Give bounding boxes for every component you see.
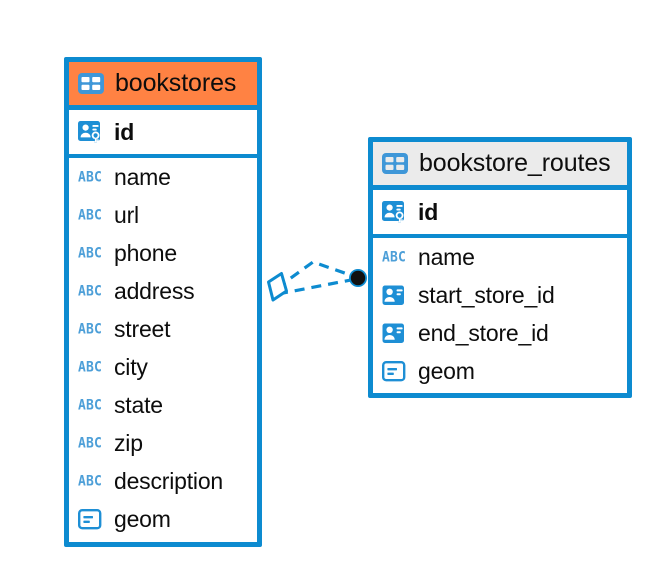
entity-bookstores-fields: ABC name ABC url ABC phone ABC address A…: [69, 158, 257, 538]
field-row-address[interactable]: ABC address: [69, 272, 257, 310]
abc-icon: ABC: [78, 358, 103, 376]
abc-icon: ABC: [78, 244, 103, 262]
field-label-name: name: [114, 163, 171, 190]
foreign-key-icon: [382, 320, 410, 346]
field-label-zip: zip: [114, 429, 143, 456]
abc-icon: ABC: [78, 282, 103, 300]
entity-bookstores-title: bookstores: [115, 69, 237, 97]
field-row-geom[interactable]: geom: [373, 352, 627, 390]
foreign-key-icon: [382, 282, 410, 308]
field-row-id[interactable]: id: [69, 110, 257, 154]
field-label-start-store-id: start_store_id: [418, 281, 555, 308]
field-label-description: description: [114, 467, 224, 494]
field-label-state: state: [114, 391, 163, 418]
relationship-connector-bookstores-bookstore-routes[interactable]: [255, 250, 375, 318]
entity-bookstore-routes-title: bookstore_routes: [419, 149, 611, 177]
field-label-address: address: [114, 277, 195, 304]
abc-icon: ABC: [78, 206, 103, 224]
relationship-branch-lower: [277, 277, 357, 296]
field-row-zip[interactable]: ABC zip: [69, 424, 257, 462]
field-label-geom: geom: [114, 505, 171, 532]
field-row-phone[interactable]: ABC phone: [69, 234, 257, 272]
relationship-branch-upper: [276, 260, 357, 290]
field-label-id: id: [418, 198, 439, 225]
geometry-icon: [382, 358, 410, 384]
field-row-city[interactable]: ABC city: [69, 348, 257, 386]
primary-key-icon: [382, 199, 410, 225]
table-icon: [78, 71, 106, 97]
abc-icon: ABC: [78, 168, 103, 186]
geometry-icon: [78, 506, 106, 532]
abc-icon: ABC: [78, 320, 103, 338]
field-label-geom: geom: [418, 357, 475, 384]
field-row-id[interactable]: id: [373, 190, 627, 234]
abc-icon: ABC: [382, 248, 407, 266]
abc-icon: ABC: [78, 434, 103, 452]
abc-icon: ABC: [78, 396, 103, 414]
field-row-start-store-id[interactable]: start_store_id: [373, 276, 627, 314]
entity-bookstores-pk-section: id: [69, 110, 257, 158]
field-label-street: street: [114, 315, 171, 342]
primary-key-icon: [78, 119, 106, 145]
field-row-street[interactable]: ABC street: [69, 310, 257, 348]
field-row-geom[interactable]: geom: [69, 500, 257, 538]
field-row-description[interactable]: ABC description: [69, 462, 257, 500]
table-icon: [382, 151, 410, 177]
entity-bookstore-routes-fields: ABC name start_store_id: [373, 238, 627, 390]
field-row-state[interactable]: ABC state: [69, 386, 257, 424]
field-label-phone: phone: [114, 239, 177, 266]
entity-bookstore-routes-header[interactable]: bookstore_routes: [373, 142, 627, 190]
field-row-name[interactable]: ABC name: [69, 158, 257, 196]
field-row-end-store-id[interactable]: end_store_id: [373, 314, 627, 352]
entity-bookstores[interactable]: bookstores id: [64, 57, 262, 547]
field-label-end-store-id: end_store_id: [418, 319, 549, 346]
field-label-city: city: [114, 353, 148, 380]
entity-bookstores-header[interactable]: bookstores: [69, 62, 257, 110]
relationship-target-circle-icon: [349, 269, 367, 287]
field-row-name[interactable]: ABC name: [373, 238, 627, 276]
entity-bookstore-routes-pk-section: id: [373, 190, 627, 238]
field-label-name: name: [418, 243, 475, 270]
field-label-id: id: [114, 118, 135, 145]
field-row-url[interactable]: ABC url: [69, 196, 257, 234]
entity-bookstore-routes[interactable]: bookstore_routes: [368, 137, 632, 398]
abc-icon: ABC: [78, 472, 103, 490]
field-label-url: url: [114, 201, 139, 228]
relationship-source-rhombus-icon: [267, 272, 288, 302]
